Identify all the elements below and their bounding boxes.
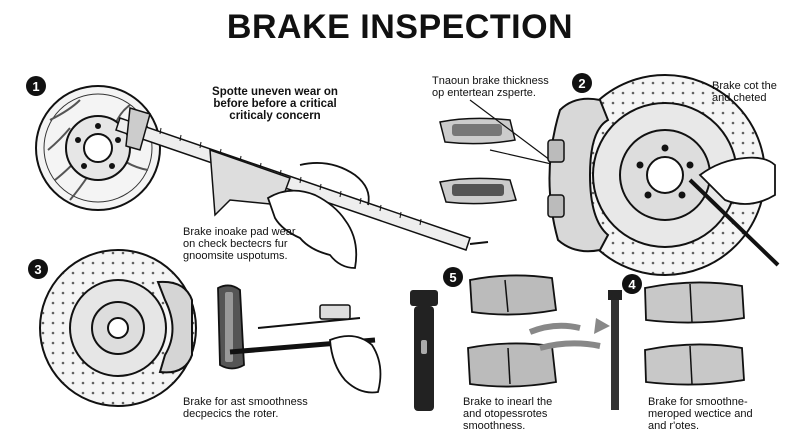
step1-caption-bottom: Brake inoake pad wear on check bectecrs … <box>183 226 296 262</box>
brake-pad-side-icon <box>217 284 245 370</box>
step4-caption: Brake for smoothne- meroped wectice and … <box>648 396 753 432</box>
flashlight-icon <box>410 290 438 411</box>
rotor-icon <box>35 85 161 211</box>
brake-pad-icon <box>439 99 601 205</box>
gauge-tool-icon <box>229 304 382 394</box>
brake-pad-pair-icon <box>467 274 557 388</box>
step3-caption: Brake for ast smoothness decpecics the r… <box>183 396 308 420</box>
step2-caption-left: Tnaoun brake thickness op entertean zspe… <box>432 75 549 99</box>
step5-caption: Brake to inearl the and otopessrotes smo… <box>463 396 553 432</box>
page-title: BRAKE INSPECTION <box>226 8 574 46</box>
step-badge-3: 3 <box>28 259 48 279</box>
step-badge-2: 2 <box>572 73 592 93</box>
rotor-caliper-icon <box>547 74 780 276</box>
step-badge-5: 5 <box>443 267 463 287</box>
arrow-icon <box>528 318 610 351</box>
bolt-icon <box>608 290 622 410</box>
rotor-icon-3 <box>39 249 197 407</box>
step2-caption-right: Brake cot the and cheted <box>712 80 777 104</box>
brake-pad-pair-icon-4 <box>644 281 745 386</box>
step-badge-4: 4 <box>622 274 642 294</box>
step1-caption-top: Spotte uneven wear on before before a cr… <box>212 86 338 122</box>
step-badge-1: 1 <box>26 76 46 96</box>
hand-icon <box>266 162 370 269</box>
